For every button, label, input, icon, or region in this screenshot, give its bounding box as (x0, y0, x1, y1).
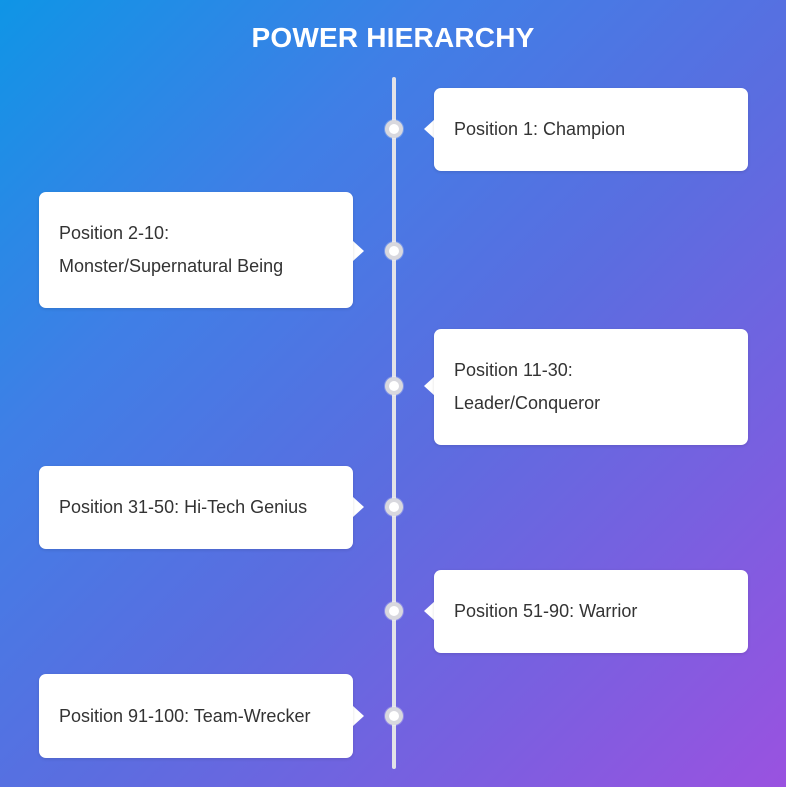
card-label: Position 91-100: Team-Wrecker (59, 705, 311, 726)
timeline-spine (392, 77, 396, 769)
timeline-node (385, 498, 403, 516)
card-pointer (424, 119, 435, 139)
card-label: Position 1: Champion (454, 119, 626, 139)
timeline-card: Position 91-100: Team-Wrecker (39, 674, 353, 758)
card-pointer (424, 376, 435, 396)
card-pointer (424, 601, 435, 621)
timeline-card: Position 1: Champion (434, 88, 748, 171)
card-pointer (353, 241, 364, 261)
card-label: Position 31-50: Hi-Tech Genius (59, 497, 308, 517)
card-pointer (353, 497, 364, 517)
timeline-node (385, 242, 403, 260)
card-label: Position 2-10: Monster/Supernatural Bein… (59, 223, 284, 276)
timeline-node (385, 120, 403, 138)
timeline-card: Position 11-30: Leader/Conqueror (434, 329, 748, 445)
timeline-node (385, 602, 403, 620)
timeline-card: Position 31-50: Hi-Tech Genius (39, 466, 353, 549)
timeline-card: Position 2-10: Monster/Supernatural Bein… (39, 192, 353, 308)
card-label: Position 11-30: Leader/Conqueror (454, 360, 601, 413)
timeline-card: Position 51-90: Warrior (434, 570, 748, 653)
card-pointer (353, 706, 364, 726)
timeline-node (385, 377, 403, 395)
card-label: Position 51-90: Warrior (454, 601, 638, 621)
page-title: POWER HIERARCHY (251, 22, 535, 53)
timeline-node (385, 707, 403, 725)
